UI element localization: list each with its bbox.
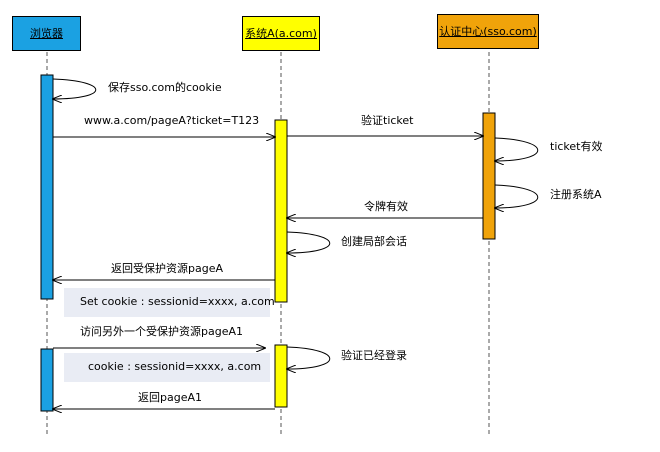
arrow-ticket-valid — [495, 137, 539, 161]
label-register-system: 注册系统A — [550, 188, 602, 201]
arrow-verify-logged-in — [287, 346, 331, 369]
actor-system-a: 系统A(a.com) — [242, 16, 320, 51]
activation-system-a-1 — [274, 119, 288, 303]
actor-sso: 认证中心(sso.com) — [437, 14, 539, 49]
label-save-cookie: 保存sso.com的cookie — [108, 81, 222, 94]
arrow-create-session — [287, 231, 331, 253]
label-request-page: www.a.com/pageA?ticket=T123 — [84, 114, 260, 127]
label-verify-logged-in: 验证已经登录 — [341, 349, 407, 362]
label-visit-other: 访问另外一个受保护资源pageA1 — [80, 325, 243, 338]
note-set-cookie: Set cookie : sessionid=xxxx, a.com — [64, 288, 275, 317]
activation-browser-1 — [40, 74, 54, 300]
activation-browser-2 — [40, 348, 54, 412]
note-cookie: cookie : sessionid=xxxx, a.com — [64, 353, 270, 382]
arrow-save-cookie — [53, 78, 97, 99]
label-create-session: 创建局部会话 — [341, 235, 407, 248]
activation-system-a-2 — [274, 344, 288, 408]
label-return-resource: 返回受保护资源pageA — [111, 262, 223, 275]
label-ticket-valid: ticket有效 — [550, 140, 603, 153]
actor-browser: 浏览器 — [12, 16, 81, 51]
label-token-valid: 令牌有效 — [364, 200, 408, 213]
arrow-register-system — [495, 184, 539, 208]
label-return-page: 返回pageA1 — [138, 391, 202, 404]
label-verify-ticket: 验证ticket — [361, 114, 414, 127]
activation-sso — [482, 112, 496, 240]
